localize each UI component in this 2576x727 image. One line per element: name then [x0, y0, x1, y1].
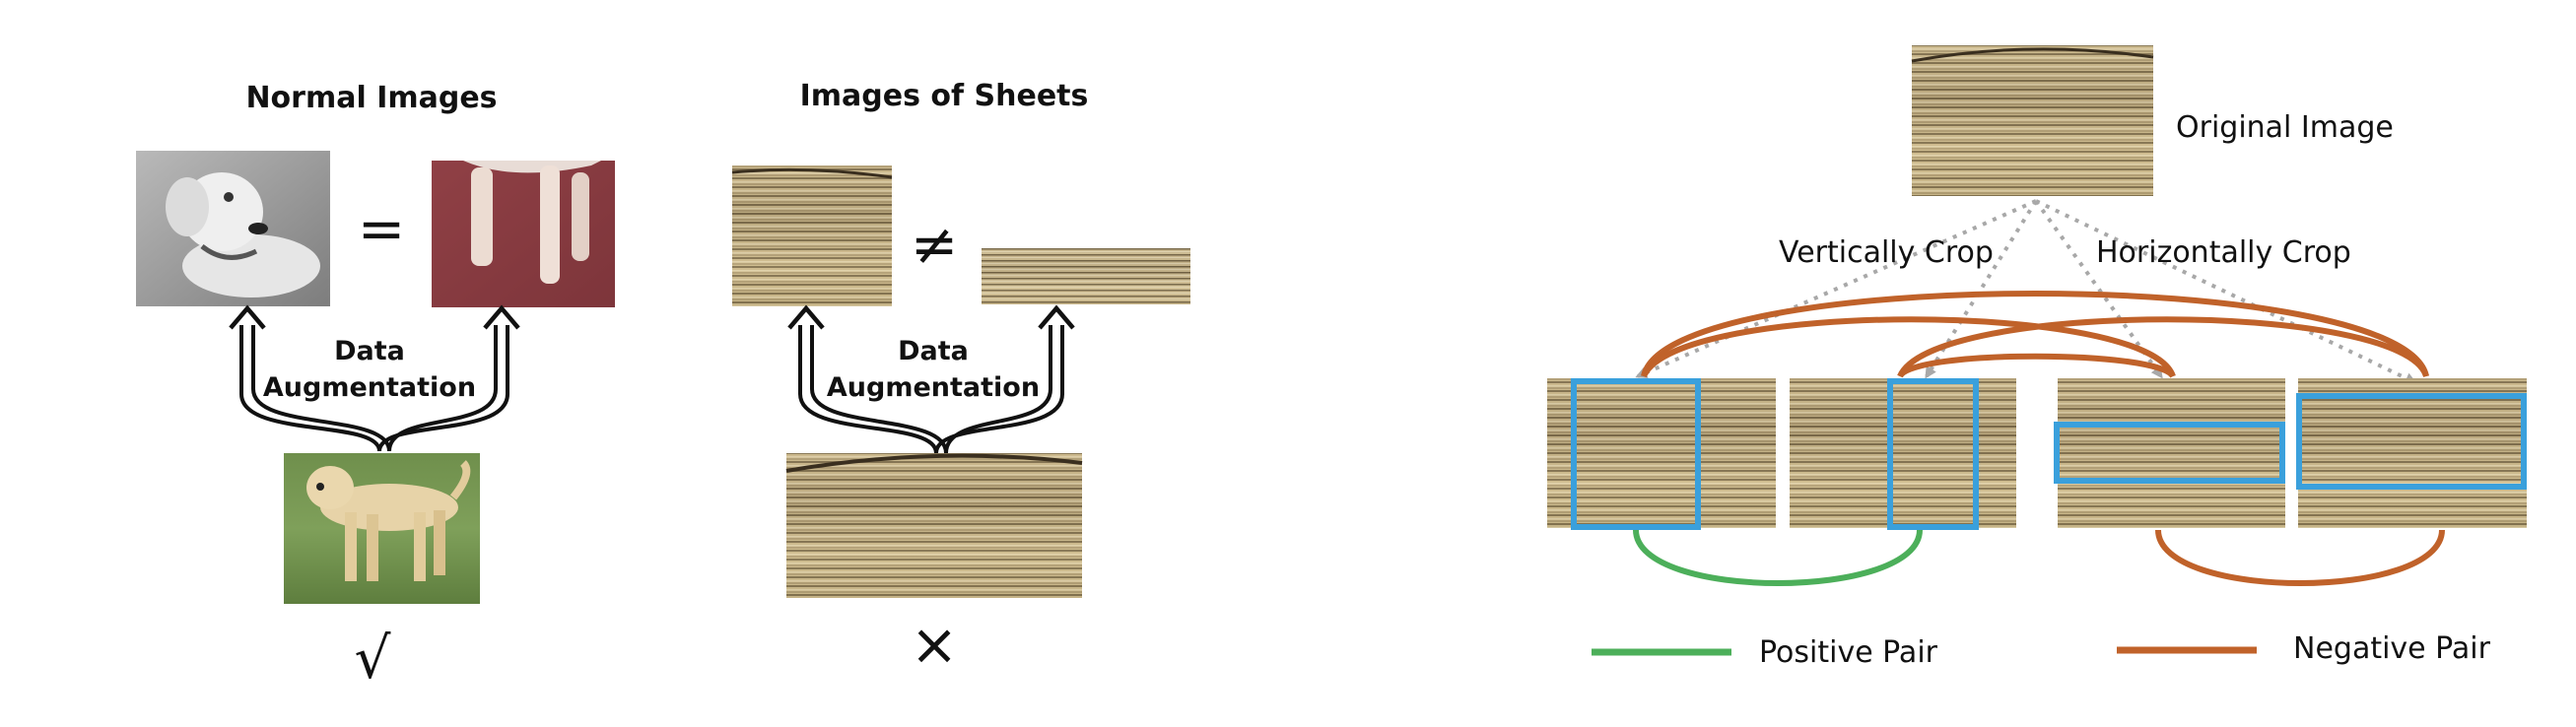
sheet-original-image — [785, 453, 1083, 598]
normal-images-title: Normal Images — [245, 81, 497, 115]
equal-sign: = — [358, 195, 406, 262]
normal-augmentation-caption-line1: Data — [334, 336, 405, 366]
sheet-augmentation-caption-line1: Data — [898, 336, 969, 366]
negative-pair-arc-bottom — [2155, 529, 2445, 586]
crop-box — [1887, 378, 1979, 530]
original-dog-image — [284, 453, 480, 604]
vertical-crop-thumbnail-1 — [1547, 378, 1776, 530]
positive-pair-arc — [1633, 529, 1923, 586]
original-image-label: Original Image — [2176, 110, 2394, 145]
sheet-crop-square-image — [731, 165, 893, 306]
sheet-verdict-cross: × — [911, 611, 959, 678]
vertical-crop-label: Vertically Crop — [1779, 235, 1994, 270]
augmentation-arrows-left — [229, 304, 520, 452]
normal-augmentation-caption-line2: Augmentation — [263, 372, 476, 403]
horizontal-crop-thumbnail-1 — [2054, 378, 2285, 528]
vertical-crop-thumbnail-2 — [1790, 378, 2016, 530]
crop-box — [2296, 393, 2527, 490]
negative-pair-label: Negative Pair — [2293, 631, 2491, 666]
normal-verdict-check: √ — [355, 625, 391, 692]
negative-pair-arcs-top — [1641, 291, 2429, 379]
sheet-augmentation-caption-line2: Augmentation — [827, 372, 1040, 403]
horizontal-crop-thumbnail-2 — [2296, 378, 2527, 528]
right-original-sheet-image — [1911, 45, 2154, 196]
legend: Positive Pair Negative Pair — [1592, 631, 2491, 670]
crop-arrows — [1635, 199, 2417, 384]
not-equal-sign: ≠ — [911, 211, 959, 278]
horizontal-crop-label: Horizontally Crop — [2096, 235, 2351, 270]
augmentation-arrows-sheets — [787, 304, 1075, 454]
sheet-images-title: Images of Sheets — [800, 79, 1089, 113]
cropped-dog-legs-image — [432, 161, 615, 307]
grayscale-dog-image — [136, 151, 330, 306]
sheet-crop-wide-image — [982, 248, 1190, 304]
crop-box — [1571, 378, 1701, 530]
positive-pair-label: Positive Pair — [1759, 635, 1938, 670]
crop-box — [2054, 422, 2285, 484]
